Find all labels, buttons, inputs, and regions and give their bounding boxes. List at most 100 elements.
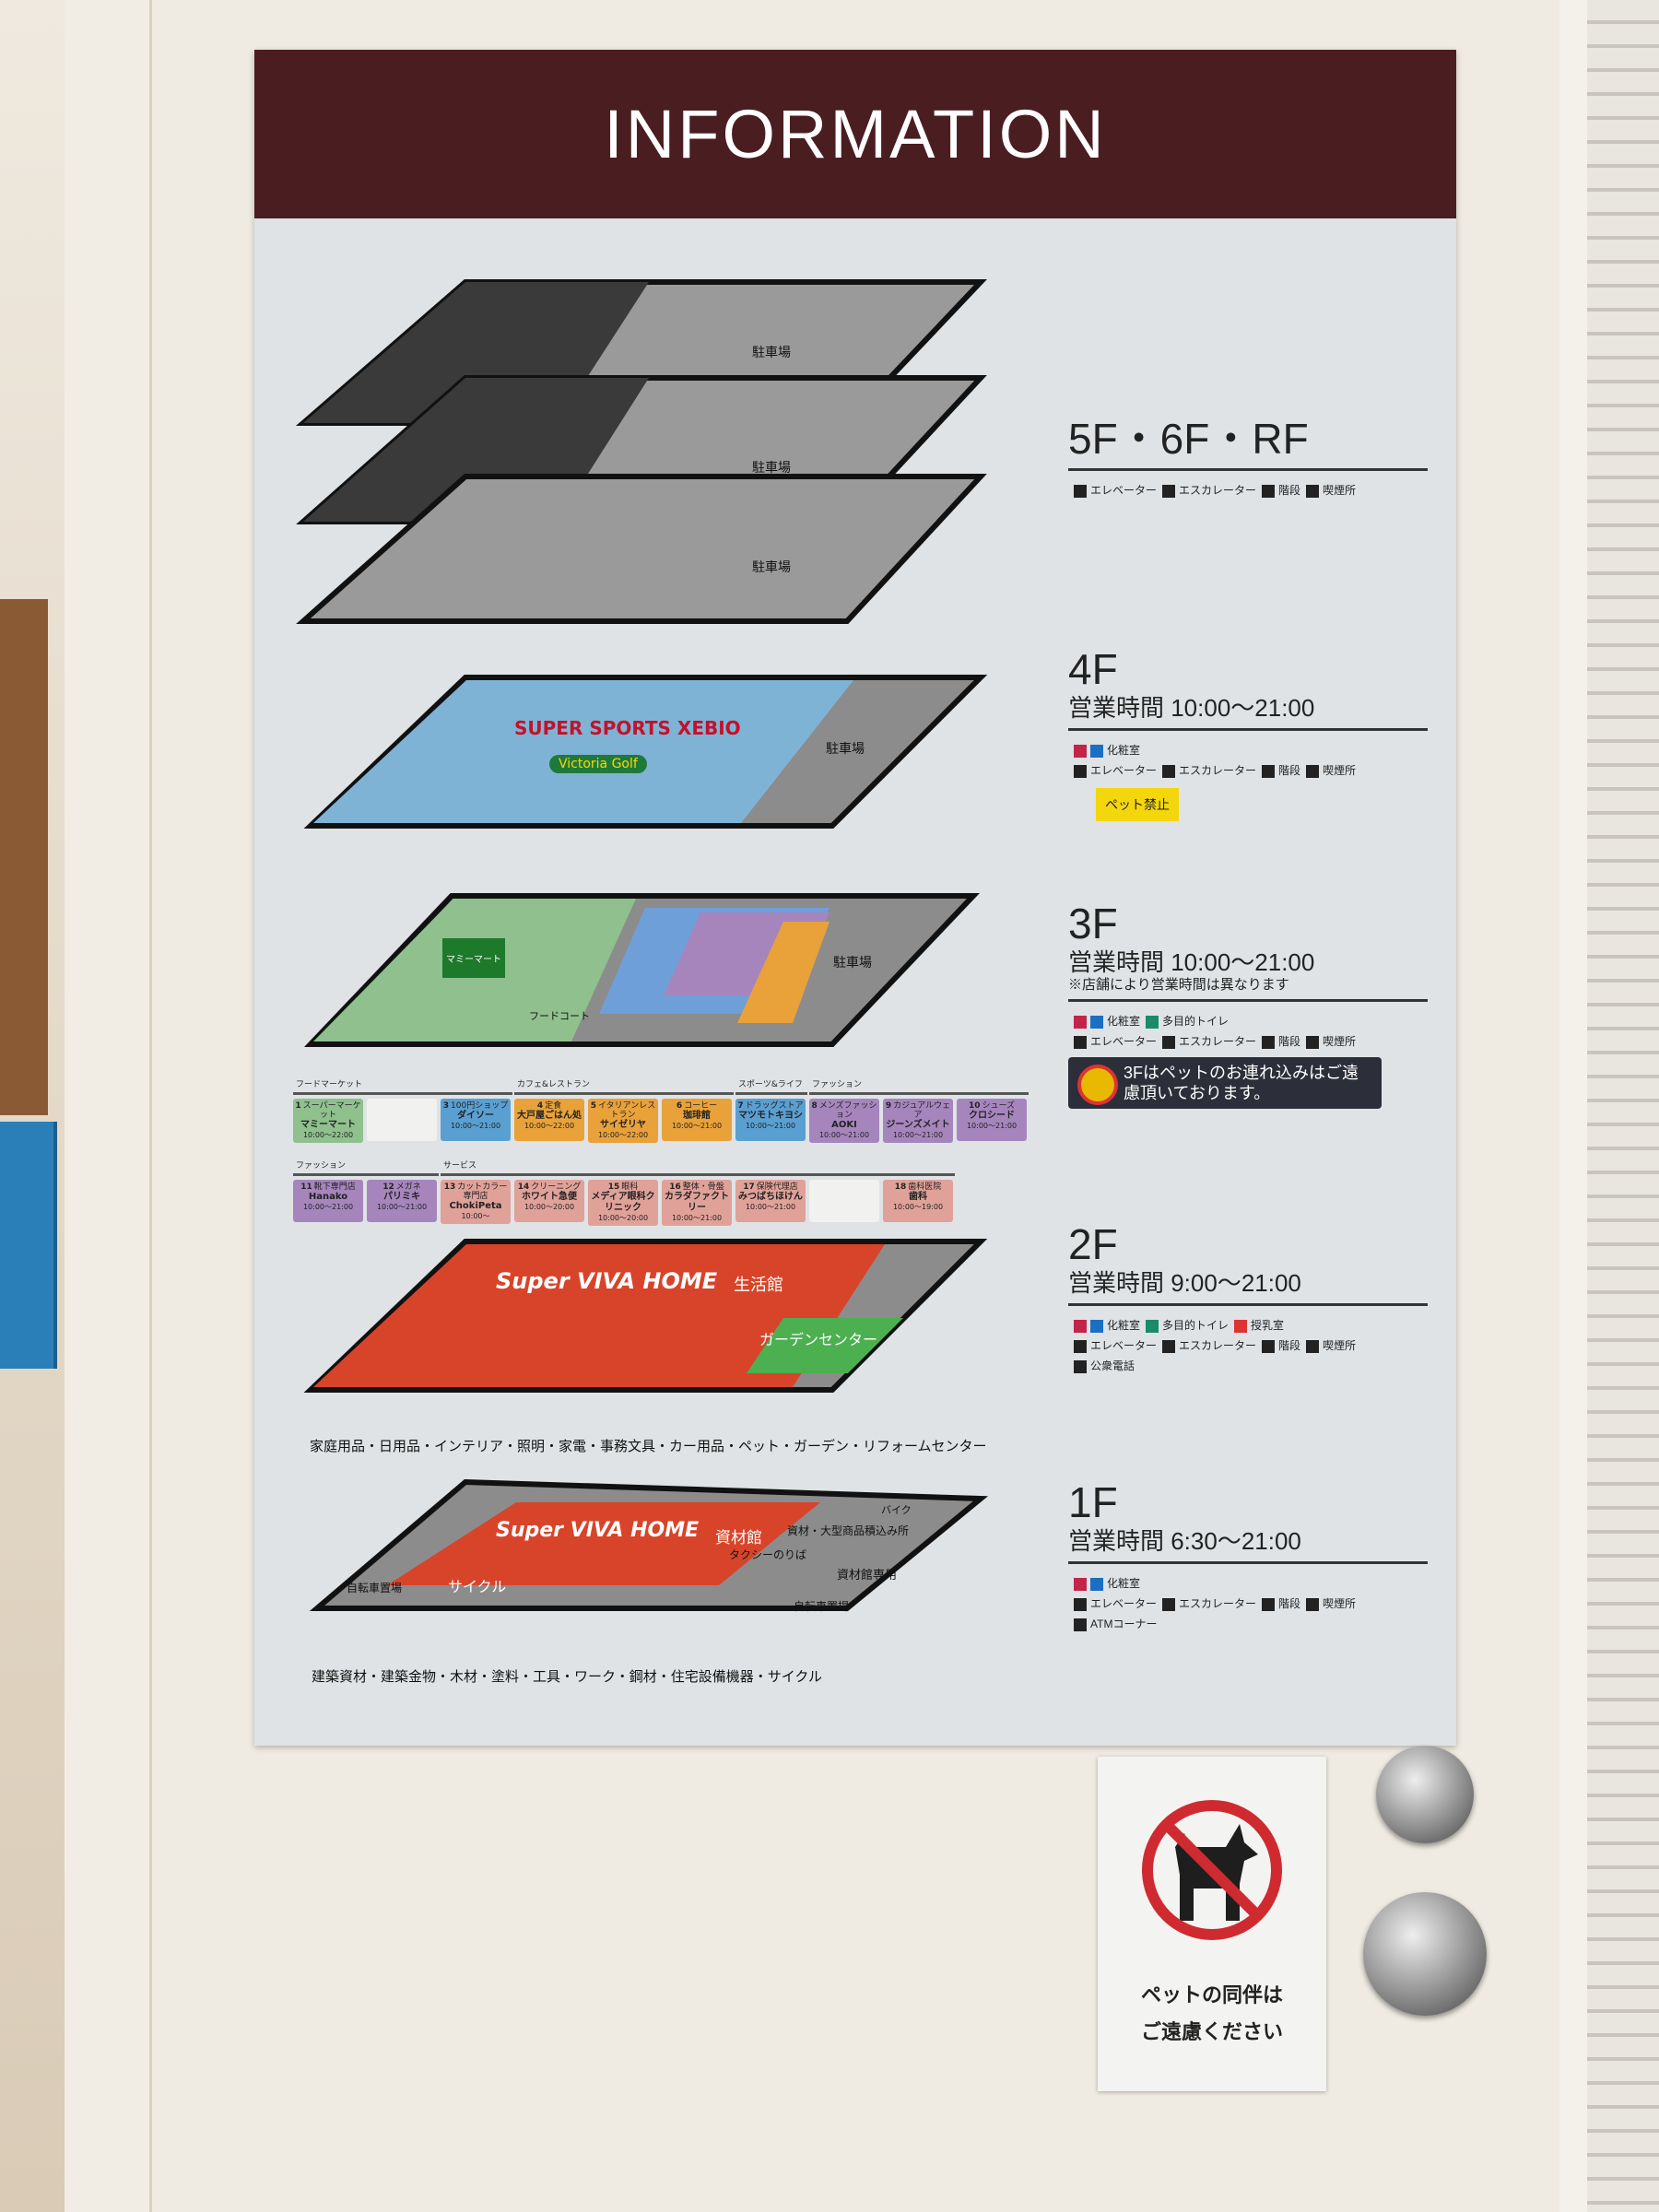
store-type: クリーニング [531,1182,582,1192]
store-hours: 10:00～22:00 [524,1122,575,1130]
store-name: ChokiPeta [449,1201,502,1211]
store-type: イタリアンレストラン [597,1101,656,1120]
phone-icon [1074,1359,1087,1373]
store-hours: 10:00～21:00 [745,1122,796,1130]
accessible-toilet-icon [1146,1319,1159,1333]
elevator-icon [1074,484,1087,498]
stairs-icon [1262,1597,1276,1611]
women-restroom-icon [1074,1577,1087,1591]
viva-home-logo-1f: Super VIVA HOME [496,1519,700,1542]
victoria-golf-logo: Victoria Golf [549,755,647,773]
floor-hours: 営業時間 10:00～21:00 [1068,948,1315,976]
parking-label-5f: 駐車場 [752,346,791,360]
store-hours: 10:00～19:00 [892,1203,944,1211]
store-type: コーヒー [684,1101,718,1111]
store-hours: 10:00～21:00 [671,1122,723,1130]
men-restroom-icon [1090,744,1103,758]
store-no: 9 [885,1101,892,1111]
escalator-icon [1162,1035,1176,1049]
floor-maps [295,279,989,1611]
store-type: ドラッグストア [745,1101,804,1111]
men-restroom-icon [1090,1015,1103,1029]
store-name: みつばちほけん [738,1192,803,1202]
map-floor-4 [303,675,988,829]
store-type: メガネ [395,1182,421,1192]
smoking-icon [1306,1035,1320,1049]
map-floor-2 [303,1239,988,1393]
floor-hours: 営業時間 9:00～21:00 [1068,1269,1301,1297]
door-frame [65,0,152,2212]
store-type: カジュアルウェア [893,1101,951,1120]
stairs-icon [1262,1339,1276,1353]
store-no: 12 [382,1182,394,1192]
store-name: Hanako [308,1192,348,1202]
floor-title: 1F [1068,1478,1118,1526]
floor-title: 5F・6F・RF [1068,415,1309,463]
door-lock-upper[interactable] [1376,1746,1474,1843]
store-name: 大戸屋ごはん処 [517,1111,582,1121]
floor-hours: 営業時間 10:00～21:00 [1068,694,1315,722]
store-hours: 10:00～21:00 [892,1131,944,1139]
store-no: 4 [536,1101,544,1111]
store-hours: 10:00～21:00 [302,1203,354,1211]
women-restroom-icon [1074,744,1087,758]
store-type: カットカラー専門店 [457,1182,508,1201]
escalator-icon [1162,484,1176,498]
store-name: ホワイト急便 [522,1192,577,1202]
store-no: 13 [443,1182,456,1192]
store-name: マツモトキヨシ [738,1111,803,1121]
store-name: ジーンズメイト [886,1120,950,1130]
store-type: 靴下専門店 [313,1182,356,1192]
atm-icon [1074,1618,1087,1631]
store-no: 16 [669,1182,681,1192]
store-category-label: ファッション [293,1159,439,1176]
store-name: 珈琲館 [683,1111,711,1121]
store-card [367,1099,437,1141]
map-floor-3 [304,893,980,1047]
store-name: メディア眼科クリニック [591,1192,655,1213]
store-no: 6 [676,1101,683,1111]
floor-title: 4F [1068,645,1118,693]
floor-1-categories: 建築資材・建築金物・木材・塗料・工具・ワーク・鋼材・住宅設備機器・サイクル [312,1668,822,1685]
store-name: AOKI [831,1120,857,1130]
accessible-toilet-icon [1146,1015,1159,1029]
stairs-icon [1262,484,1276,498]
store-hours: 10:00～21:00 [376,1203,428,1211]
store-type-line [369,1101,435,1111]
parking-label-rf: 駐車場 [752,560,791,575]
sign-title: INFORMATION [254,50,1456,218]
smoking-icon [1306,484,1320,498]
store-type-line [811,1182,877,1192]
store-hours: 10:00～21:00 [818,1131,870,1139]
store-no: 5 [590,1101,596,1111]
store-type: スーパーマーケット [302,1101,361,1120]
escalator-icon [1162,1597,1176,1611]
no-dog-icon [1142,1800,1282,1940]
store-type: 定食 [545,1101,562,1111]
store-no: 15 [607,1182,620,1192]
store-hours: 10:00～22:00 [302,1131,354,1139]
shizaikan-label: 資材館 [715,1529,762,1547]
store-hours: 10:00～21:00 [966,1122,1018,1130]
door-handle-lower[interactable] [1363,1892,1487,2016]
map-floor-r [296,474,987,624]
elevator-icon [1074,1035,1087,1049]
women-restroom-icon [1074,1319,1087,1333]
store-hours: 10:00～20:00 [597,1214,649,1222]
store-name: ダイソー [457,1111,494,1121]
store-name: カラダファクトリー [665,1192,729,1213]
legend-row: エレベーターエスカレーター階段喫煙所 [1068,480,1428,500]
